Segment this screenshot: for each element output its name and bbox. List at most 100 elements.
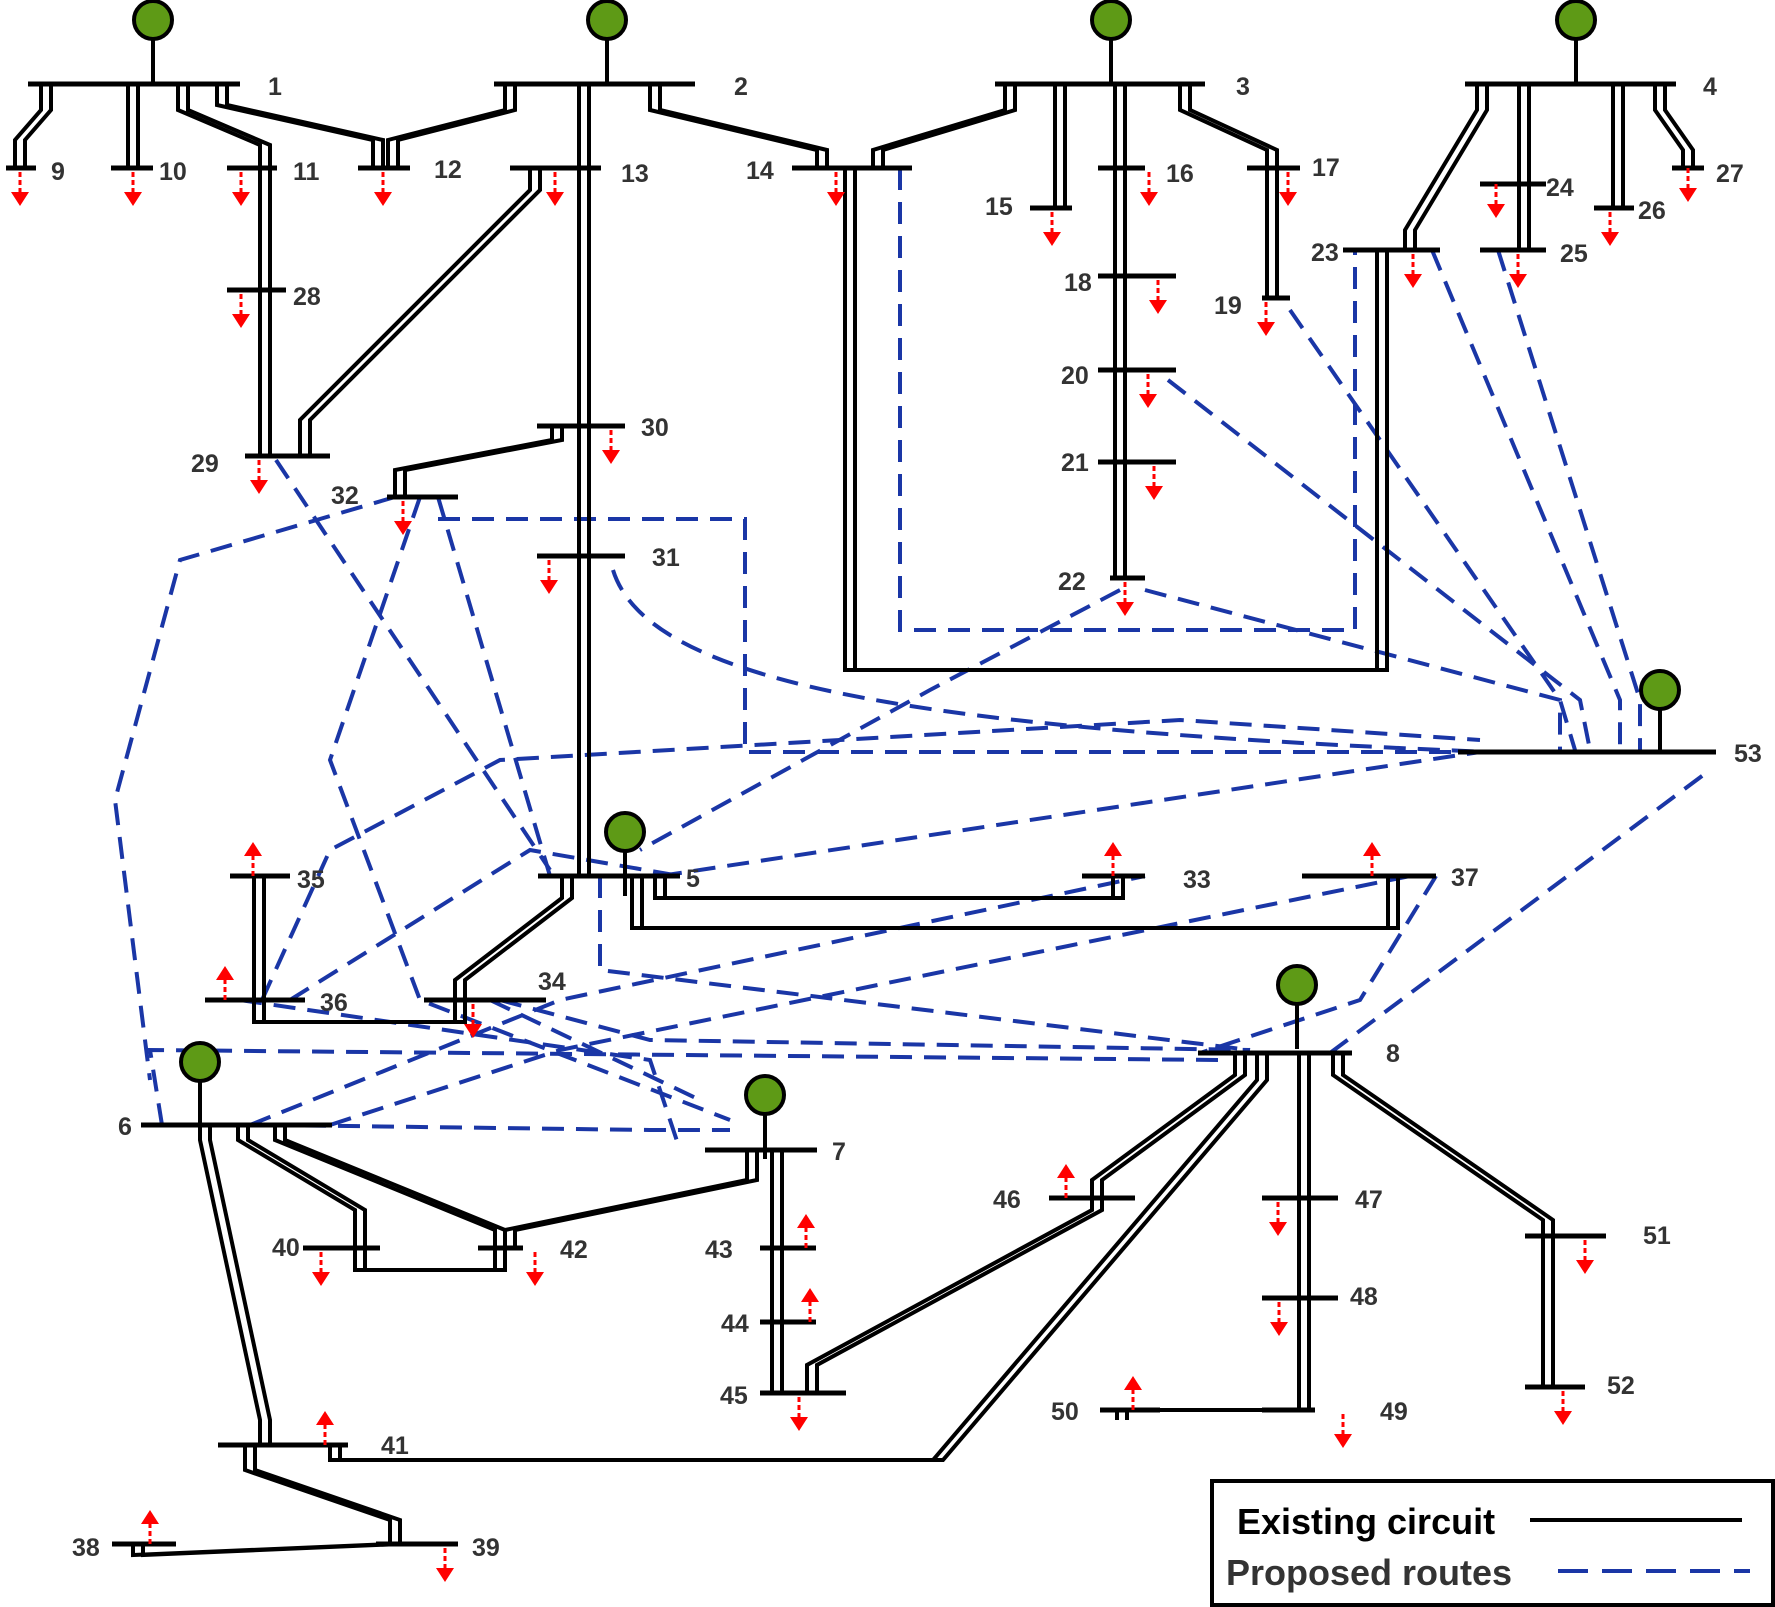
proposed-route-8 [274, 458, 552, 872]
load-arrow-icon [1043, 212, 1061, 246]
proposed-route-24 [1328, 768, 1712, 1055]
generator-circle [132, 0, 174, 41]
existing-circuit-line [396, 84, 517, 168]
bus-bars-layer [6, 81, 1716, 1547]
proposed-route-3 [1166, 378, 1592, 751]
load-arrow-icon [540, 560, 558, 594]
existing-circuit-line [403, 426, 564, 497]
load-arrow-head [464, 1024, 482, 1038]
existing-circuit-24 [236, 1125, 507, 1272]
load-arrow-icon [1334, 1414, 1352, 1448]
existing-circuit-2 [126, 84, 140, 168]
bus-label-7: 7 [832, 1138, 846, 1166]
existing-circuits-layer [13, 84, 1695, 1558]
existing-circuit-line [640, 876, 1400, 930]
generator-3 [1090, 0, 1132, 84]
existing-circuit-line [131, 1445, 392, 1558]
generator-circle [1639, 669, 1681, 711]
existing-circuit-3 [176, 84, 272, 456]
existing-circuit-line [215, 84, 375, 168]
existing-circuit-line [503, 1150, 749, 1248]
load-arrow-icon [312, 1252, 330, 1286]
load-arrow-head [1139, 394, 1157, 408]
bus-label-18: 18 [1064, 269, 1092, 297]
generator-circle [179, 1041, 221, 1083]
load-arrow-icon [1116, 582, 1134, 616]
bus-label-16: 16 [1166, 160, 1194, 188]
generator-circle [1276, 964, 1318, 1006]
bus-label-27: 27 [1716, 160, 1744, 188]
load-arrow-head [1554, 1411, 1572, 1425]
existing-circuit-9 [1053, 84, 1067, 208]
existing-circuit-line [463, 876, 574, 1000]
bus-label-5: 5 [686, 865, 700, 893]
generators-layer [132, 0, 1681, 1159]
load-arrow-icon [1057, 1164, 1075, 1198]
bus-label-34: 34 [538, 968, 566, 996]
proposed-route-11 [436, 496, 552, 877]
load-arrow-icon [232, 294, 250, 328]
generator-circle [744, 1074, 786, 1116]
load-arrow-head [790, 1417, 808, 1431]
existing-circuit-line [453, 876, 564, 1000]
proposed-route-14 [659, 750, 1481, 878]
load-arrow-head [1334, 1434, 1352, 1448]
load-arrow-icon [797, 1214, 815, 1248]
bus-label-53: 53 [1734, 740, 1762, 768]
proposed-route-17 [288, 847, 681, 1002]
existing-circuit-line [338, 1053, 1269, 1462]
load-arrow-head [526, 1272, 544, 1286]
existing-circuit-line [1653, 84, 1685, 168]
load-arrow-icon [1404, 254, 1422, 288]
proposed-route-25 [1199, 874, 1438, 1055]
generator-4 [1555, 0, 1597, 84]
load-arrow-head [801, 1288, 819, 1302]
bus-label-11: 11 [293, 158, 320, 186]
proposed-routes-layer [112, 168, 1712, 1151]
proposed-route-21 [249, 874, 1146, 1127]
existing-circuit-line [805, 1053, 1237, 1393]
bus-label-47: 47 [1355, 1186, 1383, 1214]
load-arrows-layer [11, 168, 1697, 1582]
load-arrow-head [216, 966, 234, 980]
bus-label-48: 48 [1350, 1283, 1378, 1311]
existing-circuit-line [1341, 1053, 1555, 1387]
bus-label-38: 38 [72, 1534, 100, 1562]
generator-1 [132, 0, 174, 84]
load-arrow-icon [141, 1510, 159, 1544]
load-arrow-head [436, 1568, 454, 1582]
existing-circuit-5 [386, 84, 517, 168]
existing-circuit-line [1413, 84, 1489, 250]
proposed-route-5 [1144, 588, 1562, 750]
load-arrow-head [1104, 842, 1122, 856]
existing-circuit-line [386, 84, 507, 168]
proposed-route-15 [598, 876, 1251, 1052]
existing-circuit-8 [871, 84, 1017, 168]
proposed-route-10 [327, 496, 731, 1122]
load-arrow-icon [316, 1411, 334, 1445]
existing-circuit-line [1403, 84, 1479, 250]
existing-circuit-line [1331, 1053, 1545, 1387]
bus-label-50: 50 [1051, 1398, 1079, 1426]
load-arrow-icon [801, 1288, 819, 1322]
load-arrow-head [141, 1510, 159, 1524]
existing-circuit-30 [1115, 1053, 1311, 1420]
load-arrow-icon [1104, 842, 1122, 876]
bus-label-17: 17 [1312, 154, 1340, 182]
bus-label-45: 45 [720, 1382, 748, 1410]
bus-label-23: 23 [1311, 239, 1339, 267]
existing-circuit-line [648, 84, 819, 168]
load-arrow-icon [1554, 1391, 1572, 1425]
load-arrow-head [1257, 322, 1275, 336]
load-arrow-head [1269, 1222, 1287, 1236]
load-arrow-head [1145, 486, 1163, 500]
existing-circuit-25 [273, 1125, 507, 1248]
bus-label-20: 20 [1061, 362, 1089, 390]
bus-label-21: 21 [1061, 449, 1089, 477]
bus-label-6: 6 [118, 1113, 132, 1141]
load-arrow-icon [232, 172, 250, 206]
load-arrow-head [1576, 1260, 1594, 1274]
load-arrow-head [1404, 274, 1422, 288]
existing-circuit-13 [1517, 84, 1531, 250]
